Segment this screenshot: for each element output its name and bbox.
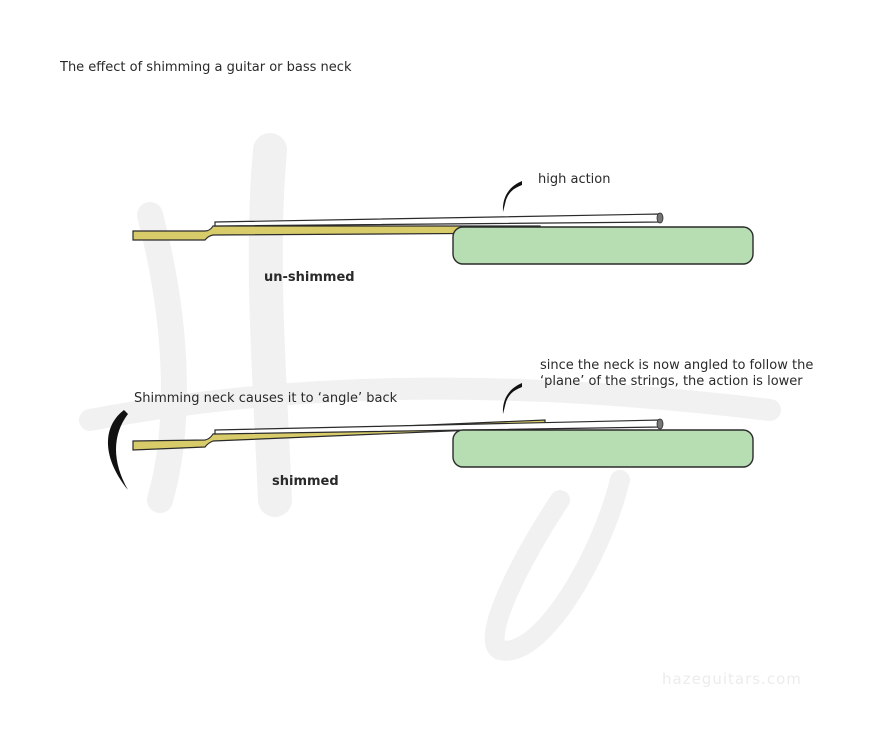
- high-action-label: high action: [538, 172, 611, 187]
- curved-arrow-icon: [502, 181, 522, 212]
- angle-back-label: Shimming neck causes it to ‘angle’ back: [134, 391, 398, 406]
- unshimmed-body: [452, 226, 754, 265]
- lower-action-label-line2: ‘plane’ of the strings, the action is lo…: [540, 374, 803, 389]
- unshimmed-label: un-shimmed: [264, 270, 355, 285]
- unshimmed-assembly: [132, 181, 754, 265]
- diagram-title: The effect of shimming a guitar or bass …: [60, 60, 352, 75]
- watermark-url: hazeguitars.com: [662, 670, 802, 688]
- watermark-logo: [79, 133, 781, 661]
- curved-arrow-icon: [108, 410, 128, 490]
- unshimmed-string-end: [656, 212, 664, 224]
- shimmed-label: shimmed: [272, 474, 339, 489]
- shimmed-string-end: [656, 418, 664, 430]
- curved-arrow-icon: [502, 383, 522, 414]
- lower-action-label-line1: since the neck is now angled to follow t…: [540, 358, 814, 373]
- shimmed-body: [452, 429, 754, 468]
- shimmed-assembly: [108, 383, 754, 490]
